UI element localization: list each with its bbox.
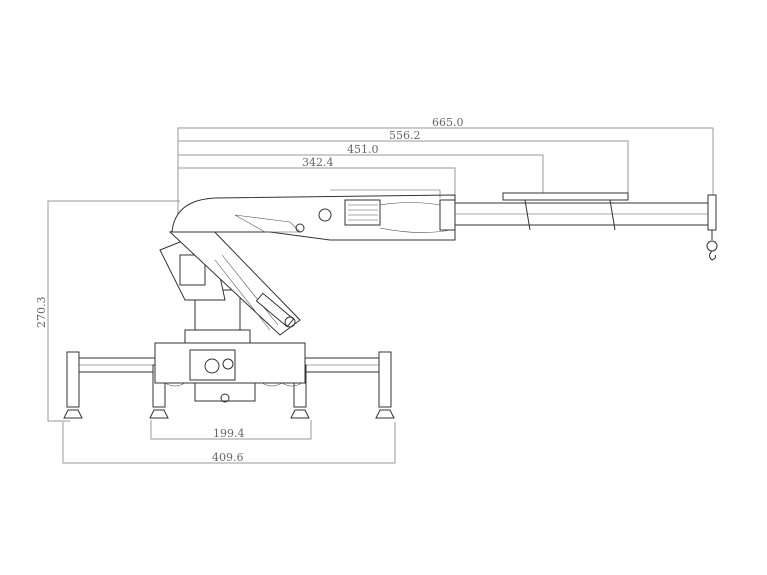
dim-outer-span: 409.6 <box>212 451 244 464</box>
dimension-lines <box>47 127 714 464</box>
crane-column <box>159 229 251 344</box>
dim-inner-span: 199.4 <box>213 427 245 440</box>
dim-height: 270.3 <box>35 297 48 329</box>
telescopic-extensions <box>454 192 716 231</box>
dim-reach-1: 342.4 <box>302 156 334 169</box>
crane-base <box>154 342 306 403</box>
outer-boom <box>171 189 456 241</box>
dim-reach-2: 451.0 <box>347 143 379 156</box>
outrigger-leg <box>375 351 395 419</box>
outrigger-leg <box>63 351 83 419</box>
dim-max-reach: 665.0 <box>432 116 464 129</box>
hook-icon <box>706 194 718 261</box>
dim-reach-3: 556.2 <box>389 129 421 142</box>
